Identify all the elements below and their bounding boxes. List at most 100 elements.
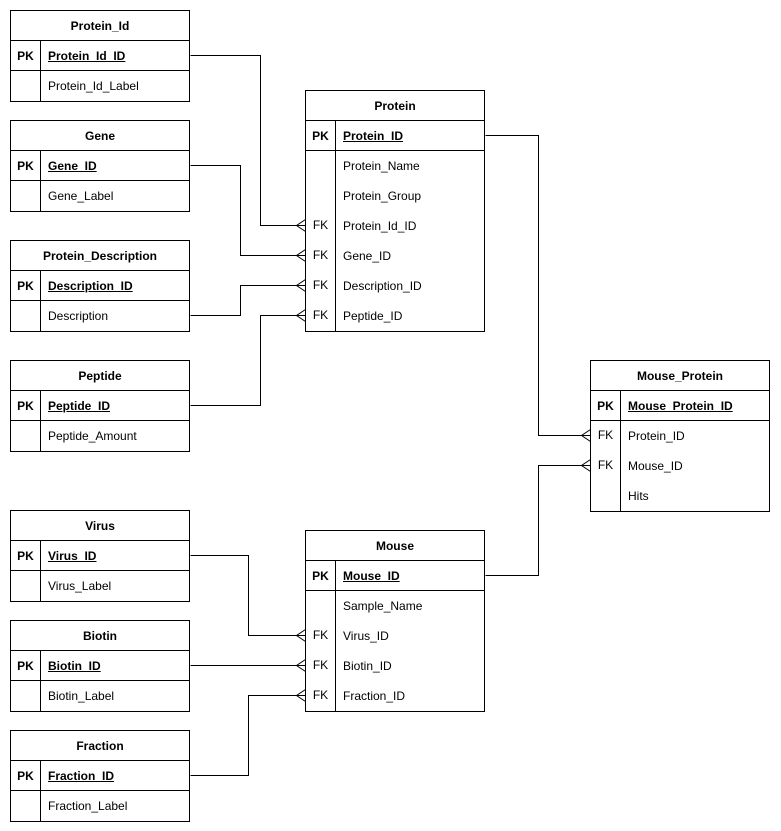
field-name: Protein_Id_ID (343, 219, 417, 233)
entity-gene[interactable]: Gene PK Gene_ID Gene_Label (10, 120, 190, 212)
entity-fraction[interactable]: Fraction PK Fraction_ID Fraction_Label (10, 730, 190, 822)
entity-peptide[interactable]: Peptide PK Peptide_ID Peptide_Amount (10, 360, 190, 452)
entity-title: Biotin (11, 621, 189, 651)
entity-row[interactable]: PK Mouse_Protein_ID (591, 391, 769, 421)
field-name: Mouse_Protein_ID (628, 399, 733, 413)
entity-row[interactable]: Fraction_Label (11, 791, 189, 821)
key-marker: FK (591, 451, 621, 481)
field-name: Virus_Label (48, 579, 112, 593)
entity-row[interactable]: FK Gene_ID (306, 241, 484, 271)
field-name: Peptide_Amount (48, 429, 137, 443)
entity-row[interactable]: PK Mouse_ID (306, 561, 484, 591)
entity-row[interactable]: Gene_Label (11, 181, 189, 211)
entity-protein-id[interactable]: Protein_Id PK Protein_Id_ID Protein_Id_L… (10, 10, 190, 102)
entity-row[interactable]: Hits (591, 481, 769, 511)
field-name: Sample_Name (343, 599, 423, 613)
entity-mouse[interactable]: Mouse PK Mouse_ID Sample_Name FK Virus_I… (305, 530, 485, 712)
key-marker (11, 181, 41, 211)
key-marker: FK (306, 241, 336, 271)
entity-row[interactable]: FK Biotin_ID (306, 651, 484, 681)
key-marker: PK (306, 121, 336, 150)
field-name: Protein_Group (343, 189, 422, 203)
key-marker (11, 301, 41, 331)
field-name: Virus_ID (343, 629, 389, 643)
link-mouse-to-mouse-protein (485, 459, 591, 576)
entity-row[interactable]: PK Fraction_ID (11, 761, 189, 791)
entity-title: Virus (11, 511, 189, 541)
field-name: Mouse_ID (628, 459, 683, 473)
key-marker: FK (306, 211, 336, 241)
key-marker: FK (306, 681, 336, 711)
entity-row[interactable]: FK Protein_Id_ID (306, 211, 484, 241)
key-marker: FK (591, 421, 621, 451)
link-gene-to-protein (190, 165, 306, 262)
entity-row[interactable]: Description (11, 301, 189, 331)
entity-row[interactable]: FK Protein_ID (591, 421, 769, 451)
key-marker: PK (11, 391, 41, 420)
entity-row[interactable]: Biotin_Label (11, 681, 189, 711)
link-virus-to-mouse (190, 555, 306, 642)
field-name: Fraction_Label (48, 799, 128, 813)
entity-protein-description[interactable]: Protein_Description PK Description_ID De… (10, 240, 190, 332)
field-name: Protein_Id_ID (48, 49, 126, 63)
key-marker: PK (591, 391, 621, 420)
entity-mouse-protein[interactable]: Mouse_Protein PK Mouse_Protein_ID FK Pro… (590, 360, 770, 512)
link-description-to-protein (190, 279, 306, 316)
key-marker: FK (306, 301, 336, 331)
entity-row[interactable]: PK Virus_ID (11, 541, 189, 571)
entity-row[interactable]: Protein_Id_Label (11, 71, 189, 101)
entity-title: Gene (11, 121, 189, 151)
entity-row[interactable]: Virus_Label (11, 571, 189, 601)
entity-row[interactable]: FK Fraction_ID (306, 681, 484, 711)
entity-title: Protein (306, 91, 484, 121)
field-name: Protein_ID (628, 429, 685, 443)
field-name: Gene_ID (48, 159, 97, 173)
key-marker (306, 591, 336, 621)
entity-row[interactable]: FK Virus_ID (306, 621, 484, 651)
link-fraction-to-mouse (190, 689, 306, 776)
field-name: Description_ID (48, 279, 133, 293)
entity-row[interactable]: Sample_Name (306, 591, 484, 621)
entity-row[interactable]: PK Description_ID (11, 271, 189, 301)
field-name: Protein_Id_Label (48, 79, 139, 93)
key-marker: PK (11, 651, 41, 680)
field-name: Protein_Name (343, 159, 420, 173)
key-marker (306, 151, 336, 181)
key-marker: PK (306, 561, 336, 590)
entity-row[interactable]: PK Biotin_ID (11, 651, 189, 681)
entity-row[interactable]: PK Protein_ID (306, 121, 484, 151)
entity-row[interactable]: FK Description_ID (306, 271, 484, 301)
key-marker (11, 681, 41, 711)
field-name: Description (48, 309, 109, 323)
field-name: Virus_ID (48, 549, 97, 563)
link-protein-to-mouse-protein (485, 135, 591, 442)
link-biotin-to-mouse (190, 659, 306, 672)
key-marker: PK (11, 541, 41, 570)
key-marker (591, 481, 621, 511)
entity-biotin[interactable]: Biotin PK Biotin_ID Biotin_Label (10, 620, 190, 712)
entity-row[interactable]: FK Mouse_ID (591, 451, 769, 481)
key-marker: PK (11, 41, 41, 70)
entity-protein[interactable]: Protein PK Protein_ID Protein_Name Prote… (305, 90, 485, 332)
key-marker (11, 71, 41, 101)
entity-row[interactable]: PK Protein_Id_ID (11, 41, 189, 71)
entity-virus[interactable]: Virus PK Virus_ID Virus_Label (10, 510, 190, 602)
field-name: Biotin_Label (48, 689, 115, 703)
entity-row[interactable]: Protein_Group (306, 181, 484, 211)
link-protein-id-to-protein (190, 55, 306, 232)
field-name: Protein_ID (343, 129, 404, 143)
field-name: Fraction_ID (343, 689, 406, 703)
entity-row[interactable]: Peptide_Amount (11, 421, 189, 451)
entity-row[interactable]: Protein_Name (306, 151, 484, 181)
key-marker (11, 791, 41, 821)
entity-row[interactable]: PK Gene_ID (11, 151, 189, 181)
entity-row[interactable]: PK Peptide_ID (11, 391, 189, 421)
entity-row[interactable]: FK Peptide_ID (306, 301, 484, 331)
field-name: Peptide_ID (48, 399, 111, 413)
entity-title: Fraction (11, 731, 189, 761)
link-peptide-to-protein (190, 309, 306, 406)
key-marker: PK (11, 271, 41, 300)
key-marker (11, 571, 41, 601)
entity-title: Peptide (11, 361, 189, 391)
